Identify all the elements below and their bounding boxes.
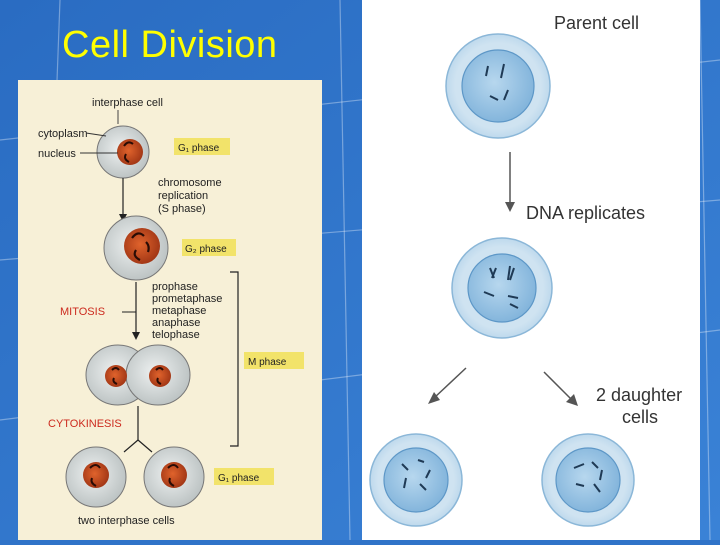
label-box-g2	[182, 239, 236, 256]
m-phase-bracket	[230, 271, 239, 447]
label-parent-cell: Parent cell	[554, 13, 639, 33]
g2-cell	[103, 215, 169, 281]
label-stage-prometaphase: prometaphase	[152, 293, 222, 305]
label-cytokinesis: CYTOKINESIS	[48, 418, 122, 430]
label-daughter-2: cells	[622, 407, 658, 427]
label-two-interphase-cells: two interphase cells	[78, 515, 175, 527]
label-box-g1-bottom	[214, 468, 274, 485]
label-stage-prophase: prophase	[152, 281, 198, 293]
label-stage-telophase: telophase	[152, 329, 200, 341]
dna-replication-svg: Parent cell DNA replicates 2 daughter ce…	[369, 13, 682, 527]
label-cytoplasm: cytoplasm	[38, 128, 88, 140]
label-replication-2: replication	[158, 190, 208, 202]
label-interphase-cell: interphase cell	[92, 97, 163, 109]
replicated-cell	[451, 237, 553, 339]
label-box-m-phase	[244, 352, 304, 369]
label-dna-replicates: DNA replicates	[526, 203, 645, 223]
cell-cycle-diagram: interphase cell cytoplasm nucleus G₁ pha…	[18, 80, 322, 540]
label-replication-3: (S phase)	[158, 203, 206, 215]
slide-title: Cell Division	[62, 24, 278, 66]
cell-cycle-svg: interphase cell cytoplasm nucleus G₁ pha…	[38, 97, 304, 527]
label-daughter-1: 2 daughter	[596, 385, 682, 405]
label-g1-top: G₁ phase	[178, 143, 220, 154]
dna-replication-diagram: Parent cell DNA replicates 2 daughter ce…	[362, 0, 700, 540]
label-replication-1: chromosome	[158, 177, 222, 189]
label-nucleus: nucleus	[38, 148, 76, 160]
label-m-phase: M phase	[248, 357, 287, 368]
label-stage-metaphase: metaphase	[152, 305, 206, 317]
label-box-g1-top	[174, 138, 230, 155]
dividing-cell	[85, 344, 191, 406]
label-mitosis: MITOSIS	[60, 306, 105, 318]
daughter-cell-a	[369, 433, 463, 527]
label-g2: G₂ phase	[185, 244, 227, 255]
daughter-cell-b	[541, 433, 635, 527]
interphase-cell-1	[96, 125, 150, 179]
daughter-cell-left	[65, 446, 127, 508]
label-stage-anaphase: anaphase	[152, 317, 200, 329]
parent-cell	[445, 33, 551, 139]
label-g1-bottom: G₁ phase	[218, 473, 260, 484]
daughter-cell-right	[143, 446, 205, 508]
